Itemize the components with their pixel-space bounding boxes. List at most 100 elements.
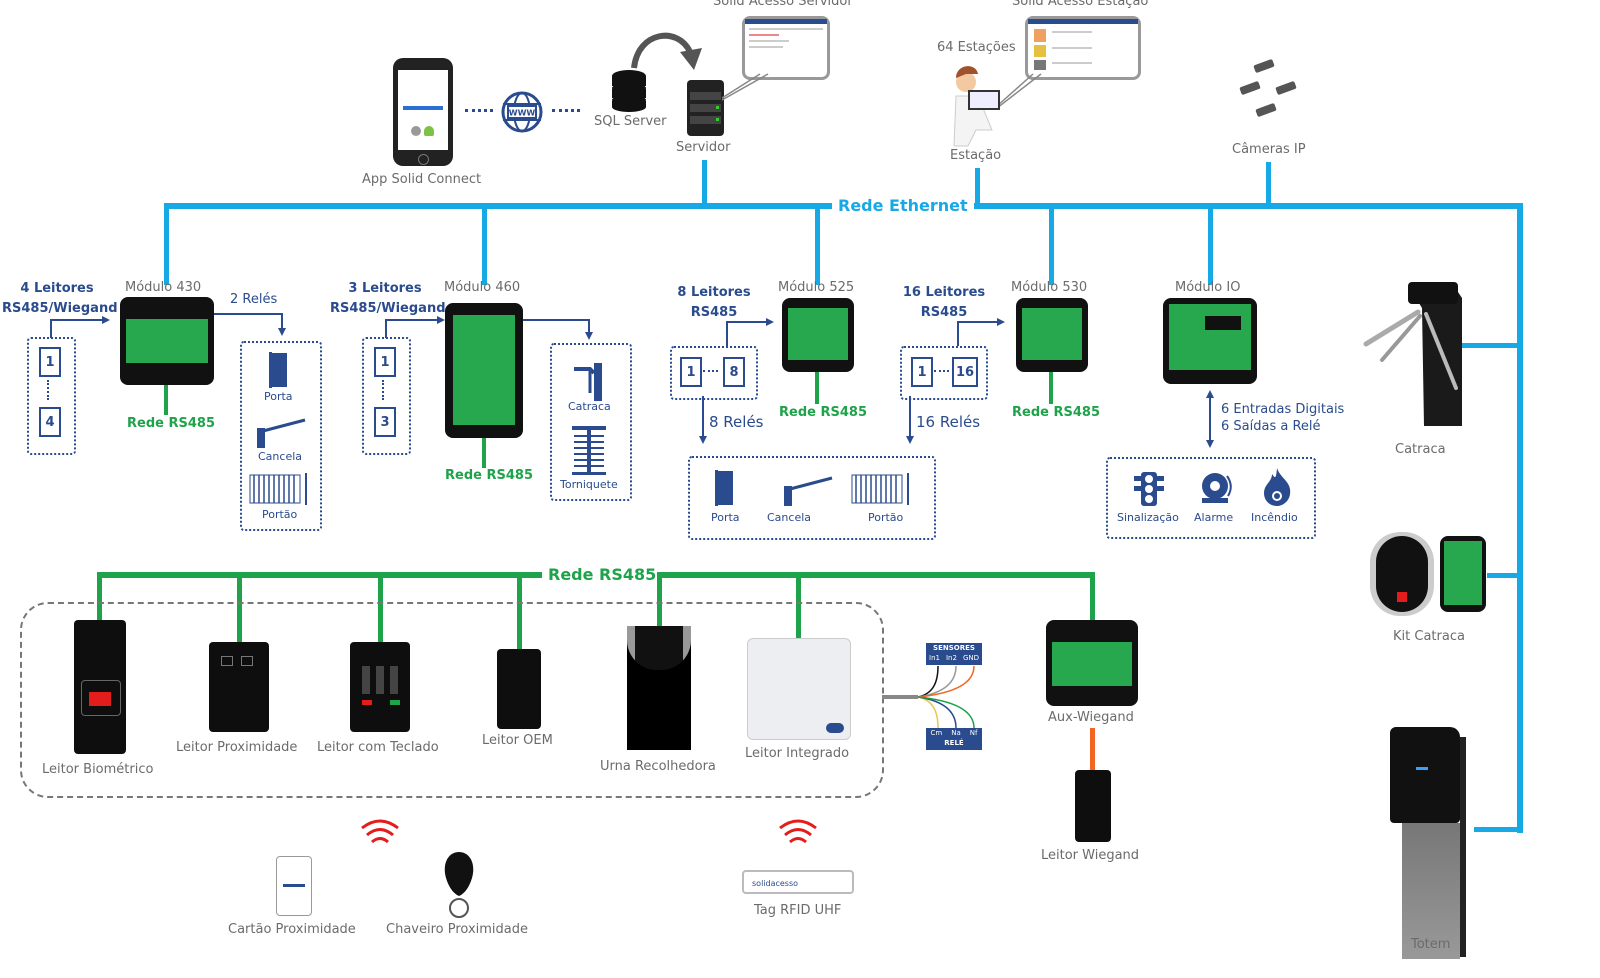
dotted-link-left <box>465 109 493 112</box>
m530-readers-label: 16 Leitores RS485 <box>898 283 990 323</box>
server-icon <box>687 80 724 136</box>
catraca-device-label: Catraca <box>1395 442 1446 457</box>
mio-output-incendio: Incêndio <box>1251 511 1298 524</box>
ethernet-up-station <box>975 168 980 205</box>
m525-title: Módulo 525 <box>778 280 855 295</box>
mio-outputs-label: 6 Saídas a Relé <box>1221 419 1321 434</box>
proximity-card-label: Cartão Proximidade <box>228 922 356 937</box>
rs485-drop-proximity <box>237 572 242 644</box>
mio-output-alarme: Alarme <box>1194 511 1234 524</box>
wiegand-reader-label: Leitor Wiegand <box>1041 848 1140 863</box>
mio-inputs-label: 6 Entradas Digitais <box>1221 402 1345 417</box>
sensor-terminal: SENSORES In1 In2 GND <box>926 643 982 665</box>
m525-relay-arrow <box>698 396 708 450</box>
m530-module <box>1016 298 1088 372</box>
rs485-drop-integrado <box>796 572 801 638</box>
uhf-tag-label: Tag RFID UHF <box>754 903 842 918</box>
totem-label: Totem <box>1411 937 1451 952</box>
m525-readers-line2: RS485 <box>690 305 738 320</box>
m530-rs485-drop <box>1049 372 1053 404</box>
ethernet-bus-label: Rede Ethernet <box>832 196 974 215</box>
sensor-pin-in2: In2 <box>945 654 957 662</box>
ethernet-trunk-right <box>1517 203 1523 833</box>
uhf-tag-brand: solidacesso <box>752 879 799 888</box>
m530-title: Módulo 530 <box>1011 280 1088 295</box>
proximity-reader <box>209 642 269 732</box>
m430-net-label: Rede RS485 <box>127 416 215 431</box>
keypad-reader <box>350 642 410 732</box>
m460-reader-first: 1 <box>374 347 396 377</box>
m530-readers-line1: 16 Leitores <box>902 285 986 300</box>
sensor-terminal-title: SENSORES <box>933 644 975 652</box>
alarm-bell-icon <box>1200 472 1234 508</box>
station-software-screenshot <box>1025 16 1141 80</box>
m430-rs485-drop <box>164 385 168 415</box>
integrated-reader-label: Leitor Integrado <box>745 746 850 761</box>
shared-output-porta: Porta <box>711 511 740 524</box>
m460-net-label: Rede RS485 <box>445 468 533 483</box>
aux-wiegand-module <box>1046 620 1138 706</box>
m430-output-porta: Porta <box>264 390 293 403</box>
m460-rs485-drop <box>482 438 486 468</box>
biometric-reader <box>74 620 126 754</box>
m460-output-catraca: Catraca <box>568 400 611 413</box>
barrier-icon <box>255 418 307 452</box>
m525-net-label: Rede RS485 <box>779 405 867 420</box>
app-phone <box>393 58 453 166</box>
m430-readers-line2: RS485/Wiegand <box>2 301 118 316</box>
mio-title: Módulo IO <box>1175 280 1241 295</box>
globe-www-text: WWW <box>509 109 536 118</box>
shared-output-cancela: Cancela <box>767 511 812 524</box>
rs485-drop-aux <box>1090 572 1095 622</box>
m430-relays-label: 2 Relés <box>230 292 278 307</box>
dotted-link-right <box>552 109 580 112</box>
uhf-tag: solidacesso <box>742 870 854 894</box>
m525-rs485-drop <box>815 372 819 404</box>
m430-output-portao: Portão <box>262 508 298 521</box>
rf-waves-icon <box>360 818 400 852</box>
card-collector-label: Urna Recolhedora <box>600 759 716 774</box>
m525-module <box>782 298 854 372</box>
kit-catraca-board <box>1440 536 1486 612</box>
integrated-reader <box>747 638 851 740</box>
ethernet-up-cameras <box>1266 162 1271 205</box>
oem-reader <box>497 649 541 729</box>
shared-gate-icon <box>851 473 912 509</box>
relay-terminal-title: RELÉ <box>944 739 964 747</box>
m525-readers-box <box>670 346 758 400</box>
m430-readers-line1: 4 Leitores <box>20 281 94 296</box>
rs485-drop-oem <box>517 572 522 650</box>
rs485-drop-urna <box>657 572 662 628</box>
m430-reader-last: 4 <box>39 407 61 437</box>
rs485-drop-biometric <box>97 572 102 622</box>
proximity-keyfob <box>440 852 478 922</box>
card-collector <box>627 626 691 750</box>
turnstile-device <box>1362 278 1472 432</box>
biometric-reader-label: Leitor Biométrico <box>42 762 154 777</box>
database-icon <box>611 70 647 116</box>
aux-wiegand-label: Aux-Wiegand <box>1048 710 1134 725</box>
m525-reader-ellipsis <box>703 370 718 372</box>
wiegand-link <box>1090 728 1095 770</box>
m530-readers-box <box>900 346 988 400</box>
ethernet-up-server <box>702 160 707 205</box>
m530-relay-arrow <box>905 396 915 450</box>
m430-outputs-box <box>240 341 322 531</box>
m430-reader-arrow <box>50 316 110 344</box>
station-software-label: Solid Acesso Estação <box>1012 0 1149 9</box>
m460-reader-last: 3 <box>374 407 396 437</box>
shared-outputs-box <box>688 456 936 540</box>
globe-icon: WWW <box>500 90 544 138</box>
rf-waves-icon-uhf <box>778 818 818 852</box>
m460-readers-label: 3 Leitores RS485/Wiegand <box>330 279 446 319</box>
kit-catraca-reader <box>1370 532 1434 616</box>
m430-relay-arrow <box>214 312 288 340</box>
gate-icon <box>249 473 310 509</box>
m430-title: Módulo 430 <box>125 280 202 295</box>
sensor-pin-in1: In1 <box>929 654 940 662</box>
mio-io-arrow <box>1205 390 1215 452</box>
ethernet-drop-525 <box>815 209 820 285</box>
m525-reader-last: 8 <box>723 357 745 387</box>
m525-reader-arrow <box>726 318 774 352</box>
sensor-pin-gnd: GND <box>962 654 979 662</box>
